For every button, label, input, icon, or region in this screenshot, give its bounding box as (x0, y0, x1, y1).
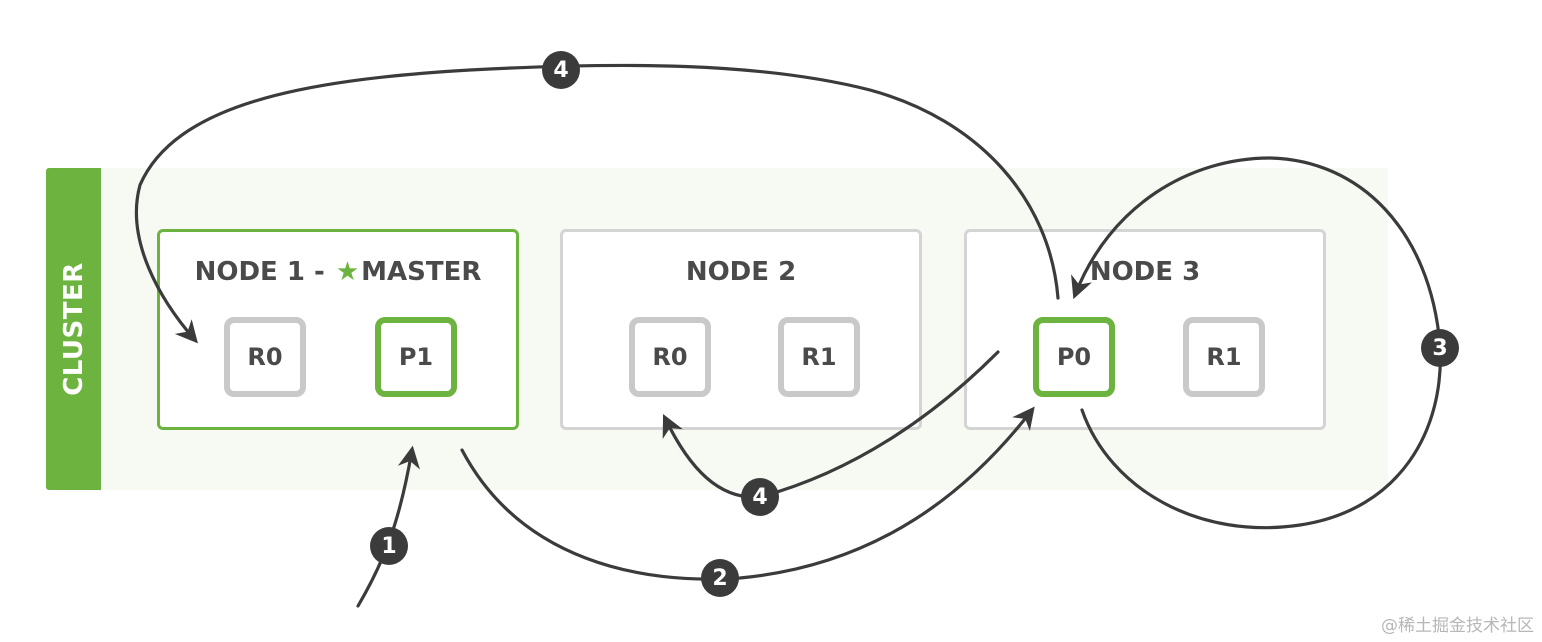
node-2-box: NODE 2 R0 R1 (560, 229, 922, 430)
cluster-label-bar (46, 168, 101, 490)
node-2-shard-r1: R1 (778, 317, 860, 397)
node-1-title-suffix: MASTER (361, 257, 482, 287)
node-3-shard-r1: R1 (1183, 317, 1265, 397)
node-3-box: NODE 3 P0 R1 (964, 229, 1326, 430)
arrow-step-4-top (134, 63, 1060, 344)
node-1-box: NODE 1 - ★MASTER R0 P1 (157, 229, 519, 430)
node-2-shard-r0: R0 (629, 317, 711, 397)
node-1-title: NODE 1 - ★MASTER (160, 257, 516, 287)
node-1-shard-p1: P1 (375, 317, 457, 397)
node-1-title-prefix: NODE 1 - (194, 257, 325, 287)
arrow-step-3 (1071, 156, 1442, 530)
node-1-shard-r0: R0 (224, 317, 306, 397)
step-1-marker: 1 (370, 527, 408, 565)
step-2-marker: 2 (701, 559, 739, 597)
node-2-title: NODE 2 (685, 257, 797, 287)
step-3-marker: 3 (1421, 329, 1459, 367)
arrow-step-4-bottom (662, 350, 1000, 499)
arrow-step-2 (460, 406, 1035, 581)
node-3-title: NODE 3 (1089, 257, 1201, 287)
step-4-top-marker: 4 (542, 51, 580, 89)
star-icon: ★ (335, 257, 360, 287)
node-3-shard-p0: P0 (1033, 317, 1115, 397)
step-4-bottom-marker: 4 (741, 478, 779, 516)
watermark-text: @稀土掘金技术社区 (1381, 616, 1534, 636)
